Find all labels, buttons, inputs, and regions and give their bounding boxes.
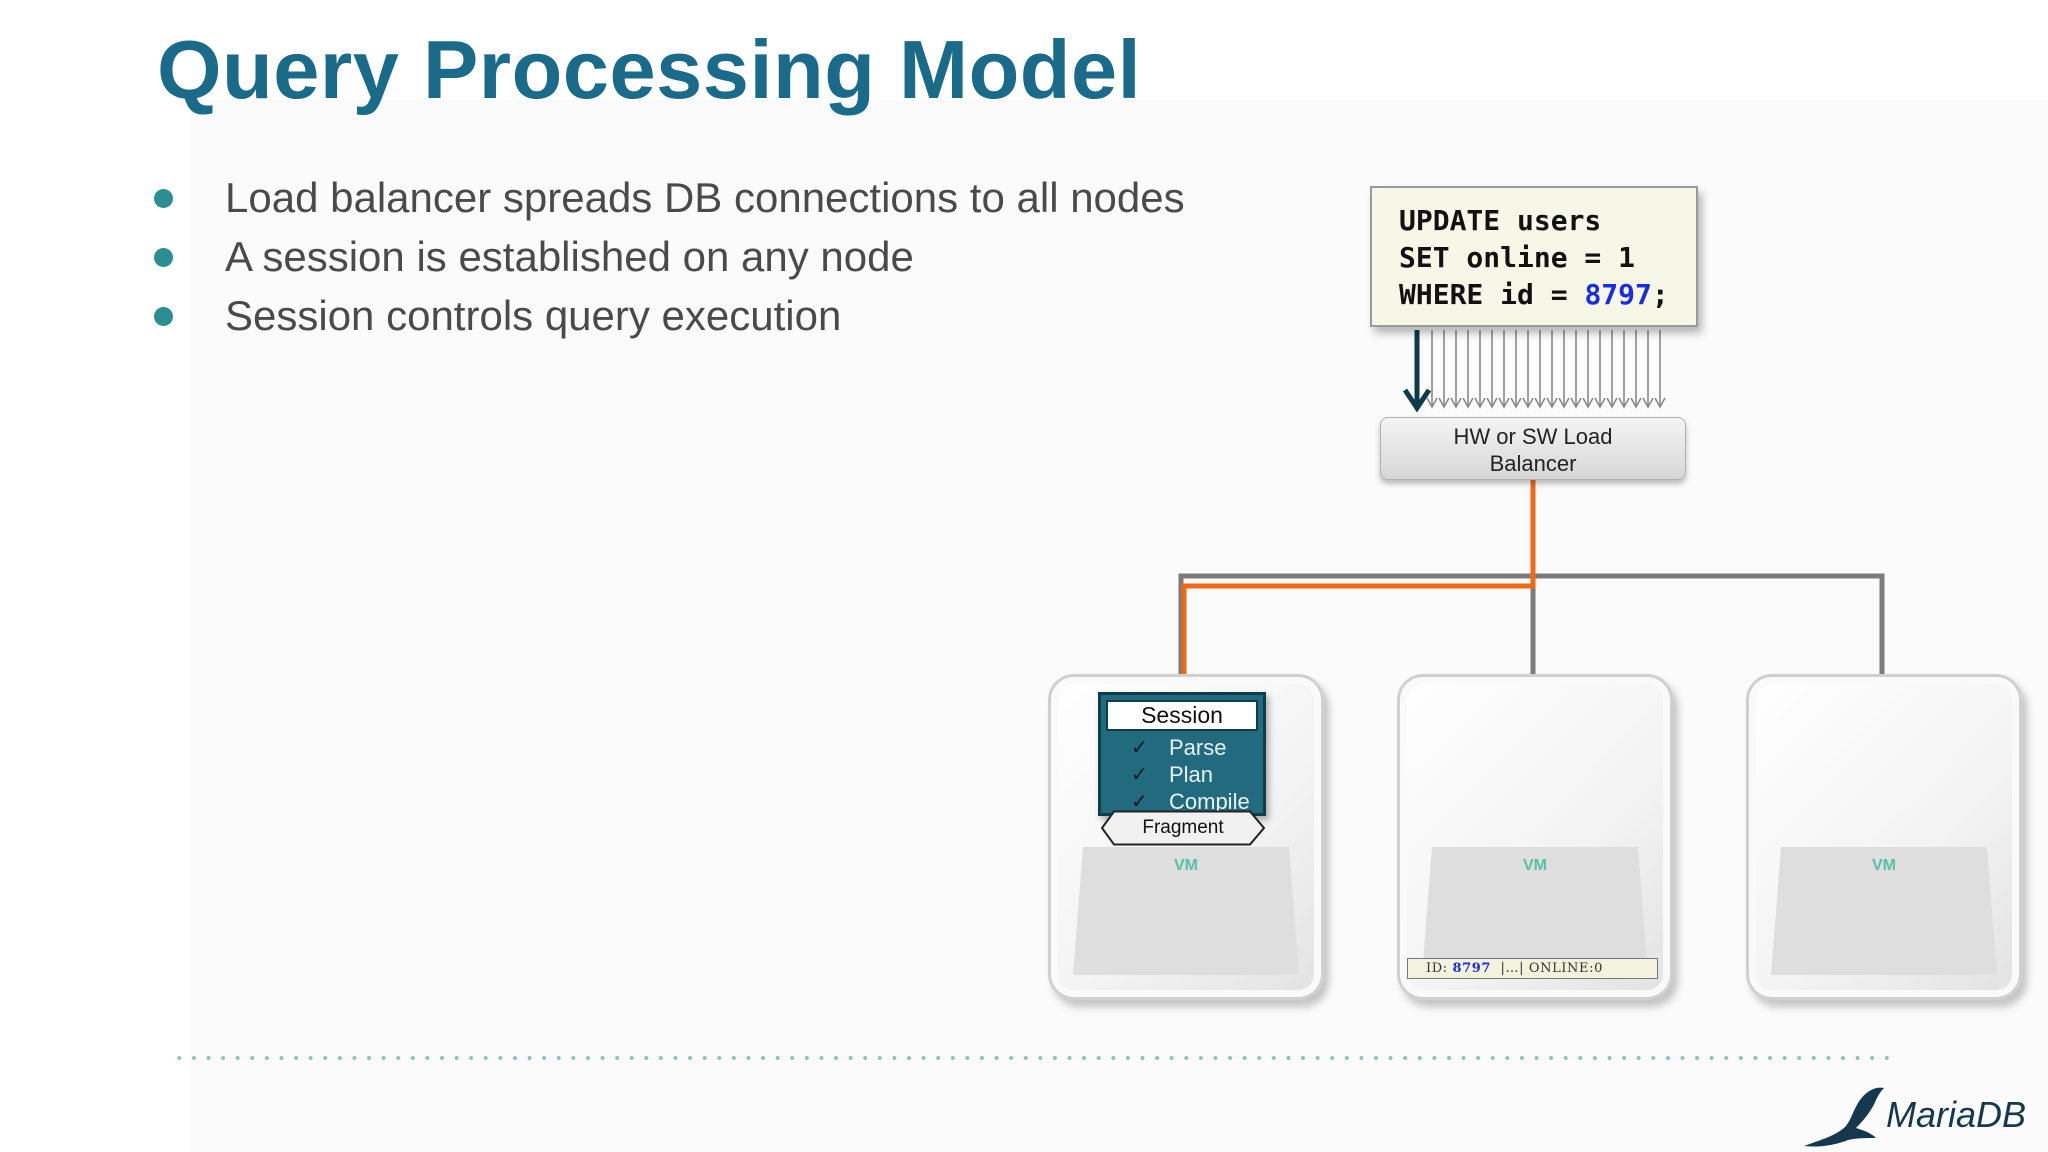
sql-line-1: UPDATE users bbox=[1399, 204, 1602, 237]
vm-label: VM bbox=[1174, 857, 1198, 874]
bullet-text: Load balancer spreads DB connections to … bbox=[225, 174, 1185, 221]
session-title: Session bbox=[1106, 700, 1258, 731]
row-online-value: ONLINE:0 bbox=[1528, 961, 1603, 976]
vm-label: VM bbox=[1523, 857, 1547, 874]
mariadb-logo: MariaDB bbox=[1800, 1080, 2048, 1152]
fragment-block: Fragment bbox=[1100, 810, 1266, 846]
bullet-dot-icon bbox=[154, 307, 173, 326]
cluster-node-2: VM bbox=[1397, 674, 1673, 1000]
logo-text: MariaDB bbox=[1886, 1094, 2027, 1135]
step-label: Compile bbox=[1169, 789, 1250, 814]
vm-label: VM bbox=[1872, 857, 1896, 874]
vm-shape bbox=[1073, 847, 1299, 975]
bullet-text: A session is established on any node bbox=[225, 233, 914, 280]
sql-line-3-prefix: WHERE id = bbox=[1399, 278, 1585, 311]
cluster-node-1: VM bbox=[1048, 674, 1324, 1000]
checkmark-icon: ✓ bbox=[1131, 764, 1148, 786]
fragment-shape bbox=[1100, 810, 1266, 846]
bullet-dot-icon bbox=[154, 248, 173, 267]
sea-lion-icon bbox=[1804, 1087, 1884, 1147]
sql-id-value: 8797 bbox=[1584, 278, 1652, 311]
footer-dotted-divider bbox=[172, 1056, 1892, 1060]
sql-line-3-suffix: ; bbox=[1651, 278, 1669, 311]
cluster-tree-lines bbox=[1178, 573, 1885, 682]
session-block: Session ✓ Parse ✓ Plan ✓ Compile bbox=[1098, 692, 1266, 816]
checkmark-icon: ✓ bbox=[1131, 791, 1148, 813]
checkmark-icon: ✓ bbox=[1131, 737, 1148, 759]
load-balancer-label-line1: HW or SW Load bbox=[1453, 424, 1613, 449]
active-query-path bbox=[1181, 480, 1536, 684]
sql-line-2: SET online = 1 bbox=[1399, 241, 1636, 274]
vm-shape bbox=[1771, 847, 1997, 975]
connection-fan bbox=[1426, 330, 1666, 409]
row-separator: |…| bbox=[1500, 961, 1525, 976]
page-title: Query Processing Model bbox=[157, 23, 1142, 116]
row-id-value: 8797 bbox=[1452, 961, 1492, 976]
row-id-label: ID: bbox=[1426, 961, 1448, 976]
bullet-text: Session controls query execution bbox=[225, 292, 842, 339]
data-row-strip: ID: 8797 |…| ONLINE:0 bbox=[1407, 958, 1658, 979]
load-balancer-label-line2: Balancer bbox=[1489, 451, 1577, 476]
cluster-node-3: VM bbox=[1746, 674, 2022, 1000]
vm-shape bbox=[1422, 847, 1648, 975]
sql-statement-box: UPDATE users SET online = 1 WHERE id = 8… bbox=[1370, 186, 1698, 327]
fragment-label: Fragment bbox=[1142, 817, 1224, 838]
step-label: Plan bbox=[1169, 762, 1214, 787]
step-label: Parse bbox=[1169, 735, 1227, 760]
load-balancer-box: HW or SW Load Balancer bbox=[1380, 417, 1686, 480]
bullet-dot-icon bbox=[154, 189, 173, 208]
selected-connection-arrow bbox=[1402, 330, 1432, 413]
